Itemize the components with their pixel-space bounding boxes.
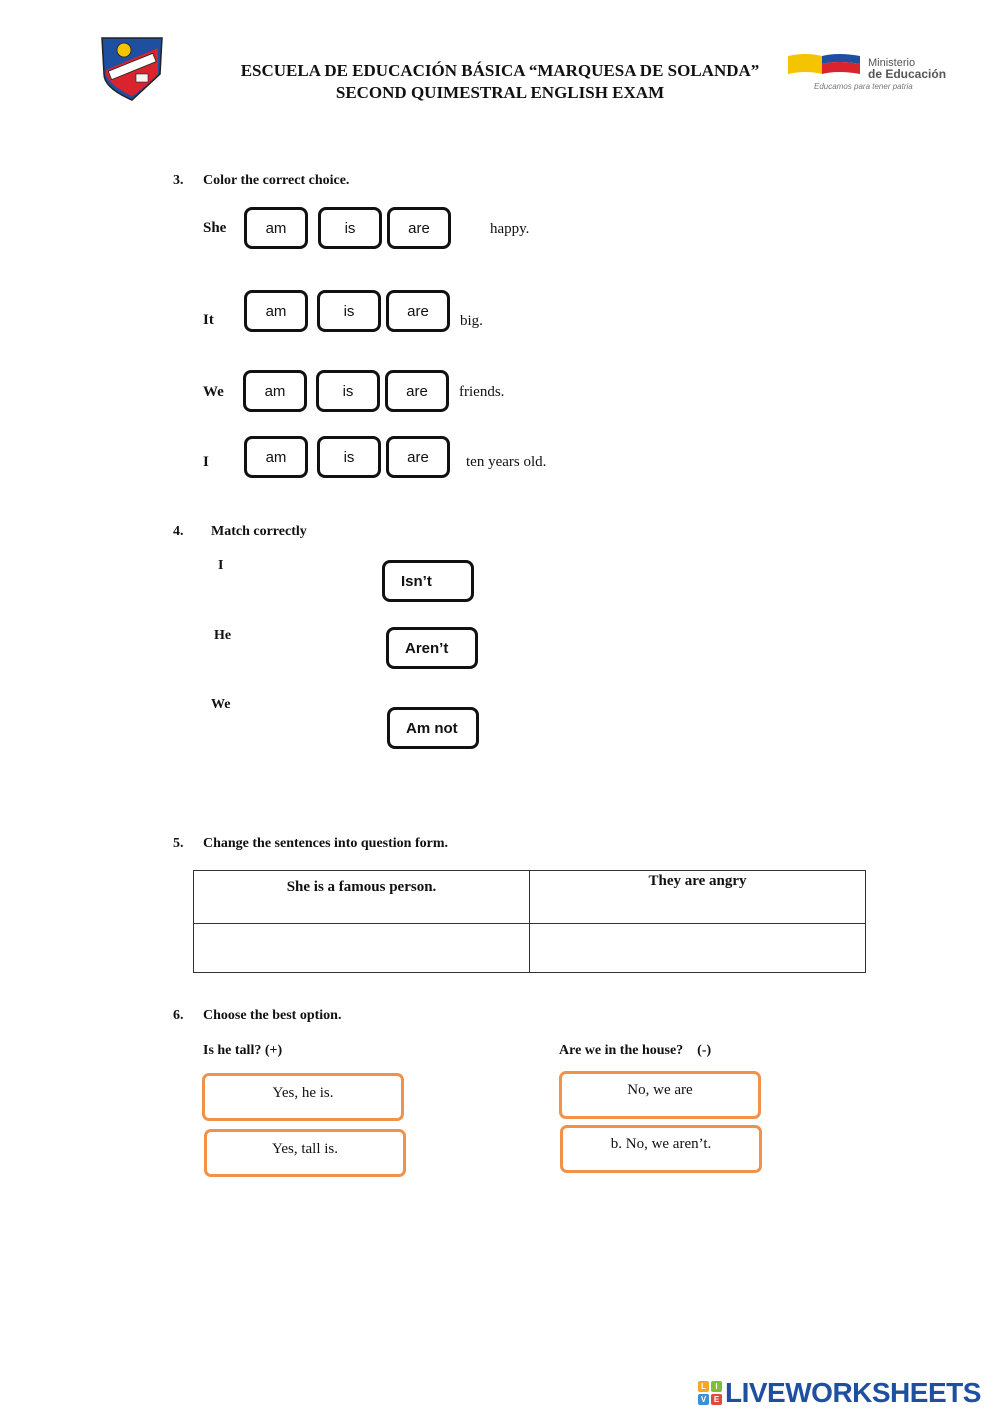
q3-row3-choice-is[interactable]: is [316, 370, 380, 412]
q6-q2-option-1[interactable]: No, we are [559, 1071, 761, 1119]
q5-title: Change the sentences into question form. [203, 836, 448, 851]
q4-subject-he: He [214, 628, 232, 643]
q3-number: 3. [173, 173, 184, 188]
question-form-table: She is a famous person. They are angry [193, 870, 866, 973]
q3-row1-choice-is[interactable]: is [318, 207, 382, 249]
ministry-line2: de Educación [868, 67, 947, 81]
q5-sentence-2-cell: They are angry [529, 870, 866, 924]
liveworksheets-wordmark: LIVEWORKSHEETS [725, 1377, 981, 1408]
q6-question-2: Are we in the house? (-) [559, 1043, 712, 1058]
q3-row4-tail: ten years old. [466, 454, 547, 470]
q5-answer-2-cell [529, 923, 866, 973]
q4-subject-we: We [211, 697, 231, 712]
ministry-logo: Ministerio de Educación Educamos para te… [786, 48, 986, 92]
liveworksheets-logo-icon: L I V E [698, 1381, 722, 1405]
q6-question-1: Is he tall? (+) [203, 1043, 283, 1058]
q4-title: Match correctly [211, 524, 307, 539]
q3-row3-tail: friends. [459, 384, 505, 400]
q5-answer-2-input[interactable] [530, 924, 865, 972]
ministry-slogan: Educamos para tener patria [814, 82, 913, 91]
logo-letter-e: E [711, 1394, 722, 1405]
liveworksheets-brand: L I V E LIVEWORKSHEETS [698, 1376, 981, 1410]
q5-answer-1-input[interactable] [194, 924, 529, 972]
q6-q2-option-2[interactable]: b. No, we aren’t. [560, 1125, 762, 1173]
q3-row2-tail: big. [460, 313, 483, 329]
ministry-name: Ministerio de Educación [868, 58, 946, 81]
q3-row3-choice-am[interactable]: am [243, 370, 307, 412]
q5-sentence-2: They are angry [648, 873, 747, 889]
q5-number: 5. [173, 836, 184, 851]
q5-sentence-1: She is a famous person. [286, 879, 437, 895]
ministry-flag-icon [788, 54, 860, 74]
q3-row4-choice-am[interactable]: am [244, 436, 308, 478]
school-name: ESCUELA DE EDUCACIÓN BÁSICA “MARQUESA DE… [240, 61, 760, 80]
q3-row1-choice-am[interactable]: am [244, 207, 308, 249]
logo-letter-l: L [698, 1381, 709, 1392]
q3-row1-choice-are[interactable]: are [387, 207, 451, 249]
q3-row4-subject: I [203, 454, 209, 470]
q3-title: Color the correct choice. [203, 173, 350, 188]
ministry-line1: Ministerio [868, 57, 916, 69]
q3-row1-subject: She [203, 220, 227, 236]
q4-subject-i: I [218, 558, 224, 573]
q3-row1-tail: happy. [490, 221, 530, 237]
q4-choice-isnt[interactable]: Isn’t [382, 560, 474, 602]
q3-row3-choice-are[interactable]: are [385, 370, 449, 412]
q3-row2-choice-are[interactable]: are [386, 290, 450, 332]
q5-sentence-1-cell: She is a famous person. [193, 870, 530, 924]
q6-title: Choose the best option. [203, 1008, 342, 1023]
exam-title: SECOND QUIMESTRAL ENGLISH EXAM [335, 83, 665, 102]
logo-letter-v: V [698, 1394, 709, 1405]
logo-letter-i: I [711, 1381, 722, 1392]
q3-row2-choice-am[interactable]: am [244, 290, 308, 332]
q6-q1-option-1[interactable]: Yes, he is. [202, 1073, 404, 1121]
school-crest-logo [101, 37, 163, 101]
q3-row3-subject: We [203, 384, 224, 400]
q3-row2-subject: It [203, 312, 214, 328]
q6-number: 6. [173, 1008, 184, 1023]
q4-choice-am-not[interactable]: Am not [387, 707, 479, 749]
q3-row2-choice-is[interactable]: is [317, 290, 381, 332]
q5-answer-1-cell [193, 923, 530, 973]
q6-q1-option-2[interactable]: Yes, tall is. [204, 1129, 406, 1177]
q4-choice-arent[interactable]: Aren’t [386, 627, 478, 669]
q3-row4-choice-is[interactable]: is [317, 436, 381, 478]
q4-number: 4. [173, 524, 184, 539]
q3-row4-choice-are[interactable]: are [386, 436, 450, 478]
